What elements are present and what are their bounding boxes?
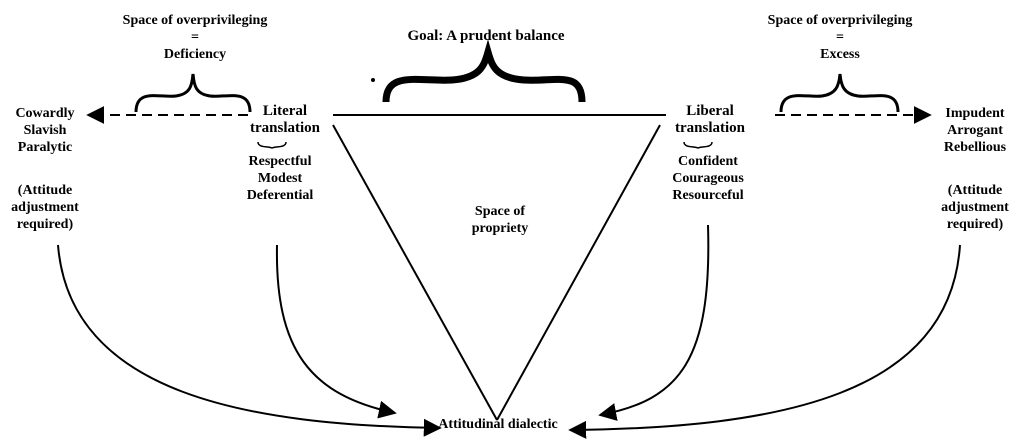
literal-translation-label: Literal translation	[249, 103, 320, 136]
liberal-translation-label: Liberal translation	[674, 103, 745, 136]
literal-traits: Respectful Modest Deferential	[246, 154, 314, 203]
liberal-traits: Confident Courageous Resourceful	[672, 154, 744, 203]
v-right-edge	[496, 124, 661, 421]
curve-literal	[275, 244, 397, 419]
goal-label: Goal: A prudent balance	[407, 28, 565, 44]
brace-left	[134, 73, 252, 113]
left-extreme-traits: Cowardly Slavish Paralytic	[15, 106, 75, 155]
left-attitude-note: (Attitude adjustment required)	[11, 183, 79, 232]
right-attitude-note: (Attitude adjustment required)	[941, 183, 1009, 232]
right-overprivileging-label: Space of overprivileging = Excess	[767, 13, 913, 62]
brace-liberal	[683, 141, 713, 149]
brace-right	[779, 73, 900, 113]
brace-literal	[257, 141, 287, 149]
v-left-edge	[332, 124, 498, 421]
left-overprivileging-label: Space of overprivileging = Deficiency	[122, 13, 268, 62]
curve-liberal	[598, 224, 710, 421]
curve-left-extreme	[57, 244, 442, 437]
space-of-propriety-label: Space of propriety	[471, 204, 529, 236]
attitudinal-dialectic-label: Attitudinal dialectic	[438, 417, 558, 432]
right-extreme-traits: Impudent Arrogant Rebellious	[943, 106, 1007, 155]
curve-right-extreme	[568, 244, 961, 439]
brace-center	[382, 39, 586, 103]
